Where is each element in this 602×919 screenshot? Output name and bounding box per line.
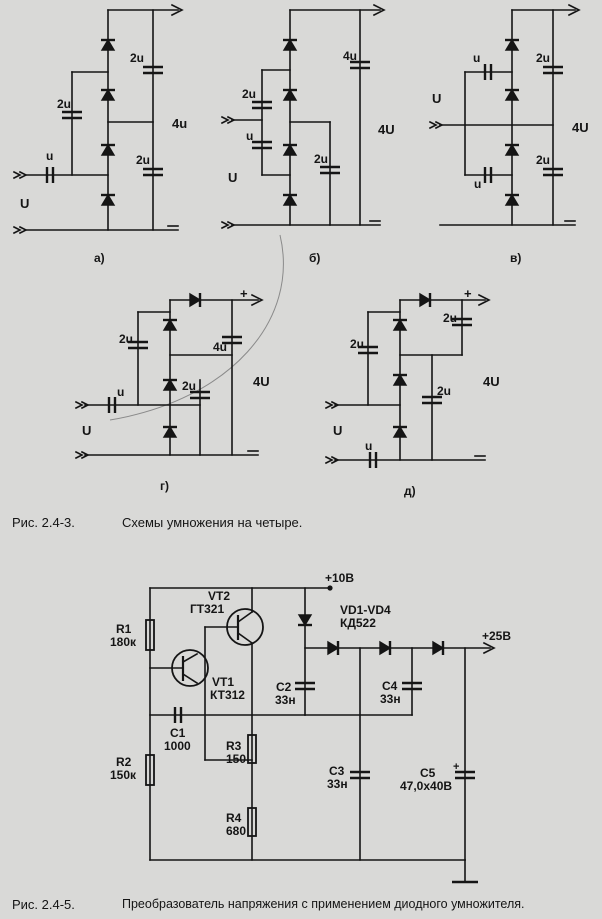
supply-label: +10В (325, 571, 354, 585)
r3-label: R3 (226, 739, 242, 753)
label-2u: 2u (119, 332, 133, 346)
subfig-a: а) (94, 251, 105, 265)
c3-label: C3 (329, 764, 345, 778)
label-4u: 4u (172, 116, 187, 131)
label-U: U (228, 170, 237, 185)
vt2-type: ГТ321 (190, 602, 224, 616)
r4-value: 680 (226, 824, 246, 838)
schematic-g: + 2u 4u 4U 2u u U г) (75, 286, 270, 493)
label-4U: 4U (483, 374, 500, 389)
label-4u: 4u (343, 49, 357, 63)
schematic-converter: + +10В +25В VT2 ГТ321 VT1 КТ312 VD1-VD4 … (110, 571, 511, 884)
r1-value: 180к (110, 635, 137, 649)
subfig-g: г) (160, 479, 169, 493)
label-u: u (365, 439, 372, 453)
label-U: U (20, 196, 29, 211)
label-u: u (473, 51, 480, 65)
r3-value: 150 (226, 752, 246, 766)
label-4u: 4u (213, 340, 227, 354)
label-2u: 2u (314, 152, 328, 166)
label-2u: 2u (57, 97, 71, 111)
vt1-type: КТ312 (210, 688, 245, 702)
label-u: u (246, 129, 253, 143)
c1-value: 1000 (164, 739, 191, 753)
subfig-v: в) (510, 251, 521, 265)
c1-label: C1 (170, 726, 186, 740)
output-label: +25В (482, 629, 511, 643)
vt1-label: VT1 (212, 675, 234, 689)
schematic-b: 4u 2u u 2u 4U U б) (221, 3, 395, 265)
c2-value: 33н (275, 693, 296, 707)
schematic-a: 2u 2u 4u 2u u U а) (13, 3, 187, 265)
diodes-type: КД522 (340, 616, 376, 630)
c4-value: 33н (380, 692, 401, 706)
c5-label: C5 (420, 766, 436, 780)
label-4U: 4U (378, 122, 395, 137)
label-plus: + (240, 286, 248, 301)
c2-label: C2 (276, 680, 292, 694)
label-U: U (432, 91, 441, 106)
subfig-b: б) (309, 251, 320, 265)
vt2-label: VT2 (208, 589, 230, 603)
label-2u: 2u (437, 384, 451, 398)
r1-label: R1 (116, 622, 132, 636)
label-plus: + (464, 286, 472, 301)
label-U: U (333, 423, 342, 438)
caption-text-1: Схемы умножения на четыре. (122, 515, 303, 530)
label-2u: 2u (350, 337, 364, 351)
diodes-label: VD1-VD4 (340, 603, 391, 617)
label-u: u (117, 385, 124, 399)
c3-value: 33н (327, 777, 348, 791)
subfig-d: д) (404, 484, 416, 498)
caption-text-2: Преобразователь напряжения с применением… (122, 897, 525, 911)
c4-label: C4 (382, 679, 398, 693)
label-2u: 2u (136, 153, 150, 167)
schematic-v: u 2u U 4U 2u u в) (429, 3, 589, 265)
r2-label: R2 (116, 755, 132, 769)
label-2u: 2u (242, 87, 256, 101)
label-2u: 2u (182, 379, 196, 393)
label-u: u (474, 177, 481, 191)
label-2u: 2u (443, 311, 457, 325)
schematic-d: + 2u 2u 4U 2u U u д) (325, 286, 500, 498)
label-u: u (46, 149, 53, 163)
pencil-mark (109, 234, 284, 421)
label-2u: 2u (536, 51, 550, 65)
label-2u: 2u (536, 153, 550, 167)
label-U: U (82, 423, 91, 438)
caption-number-2: Рис. 2.4-5. (12, 897, 75, 912)
caption-number-1: Рис. 2.4-3. (12, 515, 75, 530)
label-4U: 4U (253, 374, 270, 389)
c5-value: 47,0x40В (400, 779, 452, 793)
r2-value: 150к (110, 768, 137, 782)
svg-text:+: + (453, 761, 459, 773)
r4-label: R4 (226, 811, 242, 825)
label-2u: 2u (130, 51, 144, 65)
label-4U: 4U (572, 120, 589, 135)
